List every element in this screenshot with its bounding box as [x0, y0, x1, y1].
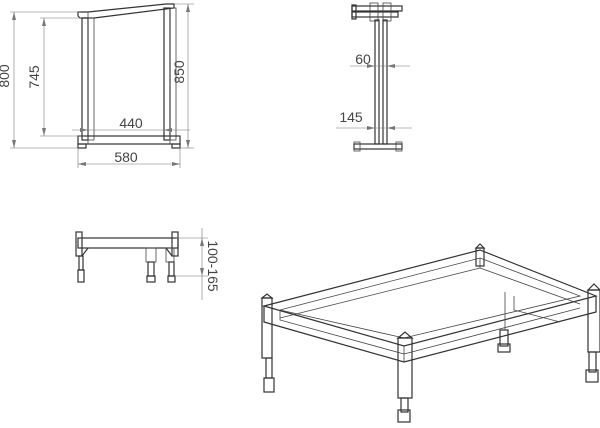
iso-corner-posts	[260, 243, 600, 399]
dim-back-height-text: 850	[171, 60, 187, 84]
front-view: 60 145	[336, 2, 412, 152]
dim-overall-width-text: 580	[114, 149, 138, 165]
dim-overall-height: 800	[0, 11, 80, 149]
front-view-frame	[351, 2, 403, 152]
dim-overall-width: 580	[77, 148, 181, 168]
dim-adjust-range-text: 100-165	[205, 240, 221, 292]
dim-member-width: 60	[350, 51, 410, 68]
dim-adjust-range: 100-165	[176, 228, 221, 300]
dim-inner-height: 745	[26, 17, 82, 137]
dim-member-width-text: 60	[355, 51, 371, 67]
dim-leg-offset: 145	[336, 109, 412, 130]
dim-overall-height-text: 800	[0, 64, 12, 88]
low-side-view-frame	[75, 231, 179, 283]
dim-leg-offset-text: 145	[339, 109, 363, 125]
side-view: 800 745 850 440	[0, 3, 194, 168]
dim-back-height: 850	[171, 3, 194, 149]
iso-legs	[263, 351, 599, 423]
low-side-view: 100-165	[75, 228, 221, 300]
dim-inner-width: 440	[72, 115, 190, 132]
isometric-view	[260, 243, 600, 423]
side-view-frame	[77, 3, 181, 149]
dim-inner-height-text: 745	[26, 65, 42, 89]
dim-inner-width-text: 440	[119, 115, 143, 131]
